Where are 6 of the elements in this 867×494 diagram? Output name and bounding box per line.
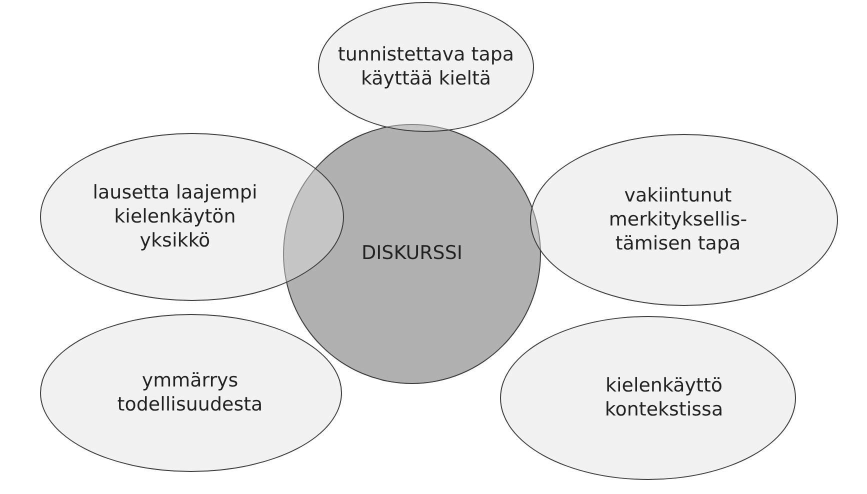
ellipse-label: tunnistettava tapa käyttää kieltä [336,43,516,91]
ellipse-label: ymmärrys todellisuudesta [116,369,264,417]
ellipse-label: lausetta laajempi kielenkäytön yksikkö [92,181,258,253]
ellipse-label: vakiintunut merkityksellis- tämisen tapa [608,184,748,256]
center-label: DISKURSSI [360,242,464,266]
ellipse-label: kielenkäyttö kontekstissa [604,374,724,422]
